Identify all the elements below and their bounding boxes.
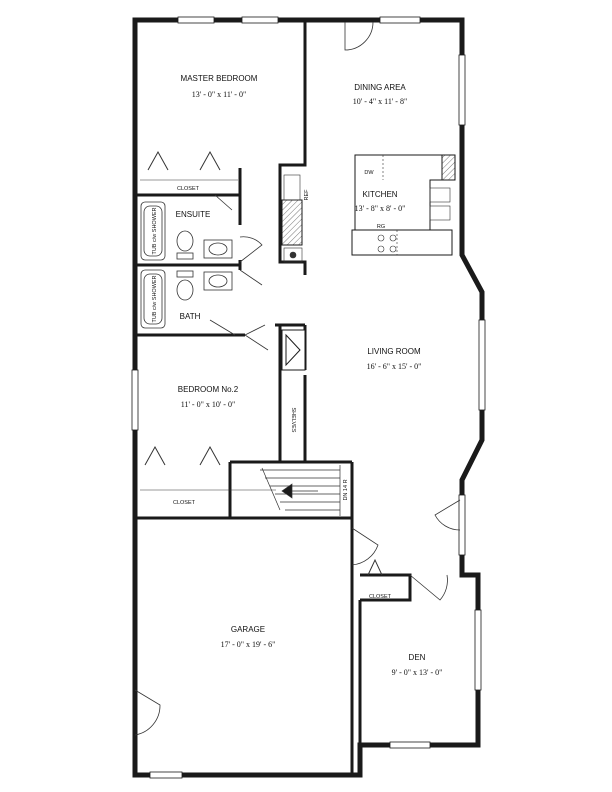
kitchen-counters [281,154,456,256]
interior-walls [135,20,412,775]
bath-fixtures [140,201,233,329]
bedroom2-size: 11' - 0" x 10' - 0" [181,400,235,409]
kitchen-appliances [283,155,451,263]
dining-area-size: 10' - 4" x 11' - 8" [353,97,407,106]
den-closet-label: CLOSET [369,594,392,600]
exterior-walls [132,17,485,778]
garage-label: GARAGE [231,625,265,634]
den-label: DEN [409,653,426,662]
refrigerator-label: REF [304,189,310,201]
bifold-doors [144,150,383,576]
room-labels: MASTER BEDROOM 13' - 0" x 11' - 0" DININ… [176,74,443,677]
living-room-label: LIVING ROOM [367,347,421,356]
stairs-label: DN 14 R [343,479,349,500]
bath-tub-label: TUB c/w SHOWER [152,275,158,322]
bath-label: BATH [180,312,201,321]
kitchen-label: KITCHEN [362,190,397,199]
dishwasher-label: DW [364,170,374,176]
bedroom2-label: BEDROOM No.2 [178,385,239,394]
dining-area-label: DINING AREA [354,83,406,92]
shelves-label: SHELVES [290,408,296,433]
master-bedroom-size: 13' - 0" x 11' - 0" [192,90,246,99]
fixture-labels: CLOSET CLOSET CLOSET TUB c/w SHOWER TUB … [152,170,392,600]
ensuite-tub-label: TUB c/w SHOWER [152,207,158,254]
stairs [260,465,341,516]
range-label: RG [377,224,385,230]
windows [131,16,486,779]
ensuite-label: ENSUITE [176,210,211,219]
swing-doors [134,21,461,736]
kitchen-size: 13' - 8" x 8' - 0" [355,204,406,213]
fireplace [281,329,306,371]
bedroom2-closet-label: CLOSET [173,500,196,506]
den-size: 9' - 0" x 13' - 0" [392,668,443,677]
closet-rods [140,179,276,491]
master-bedroom-label: MASTER BEDROOM [181,74,258,83]
master-closet-label: CLOSET [177,186,200,192]
garage-size: 17' - 0" x 19' - 6" [221,640,276,649]
living-room-size: 16' - 6" x 15' - 0" [367,362,422,371]
